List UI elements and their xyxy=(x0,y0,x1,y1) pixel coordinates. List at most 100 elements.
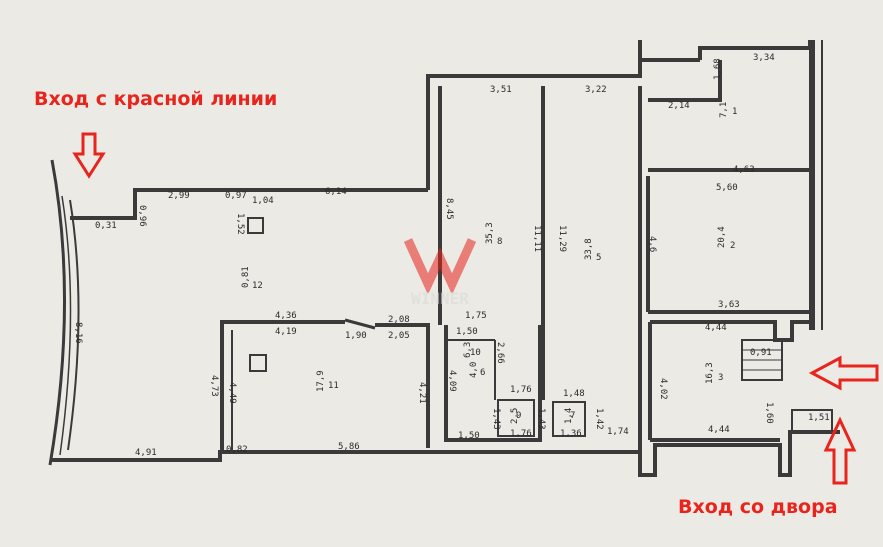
room-labels: 1 7,1 2 20,4 3 16,3 5 33,8 6 4,0 7 1,4 8… xyxy=(241,102,737,424)
room-area: 7,1 xyxy=(719,102,729,118)
arrow-down-icon xyxy=(72,132,106,179)
room-number: 9 xyxy=(516,411,521,421)
room-area: 20,4 xyxy=(717,226,727,248)
dim-label: 1,48 xyxy=(563,389,585,399)
dim-label: 0,96 xyxy=(137,205,147,227)
dim-label: 3,34 xyxy=(753,53,775,63)
dim-label: 6,14 xyxy=(325,187,347,197)
room-number: 2 xyxy=(730,241,735,251)
dim-label: 1,43 xyxy=(536,408,546,430)
dim-label: 0,82 xyxy=(226,445,248,455)
pillar-r11 xyxy=(249,354,267,372)
room-number: 6 xyxy=(480,368,485,378)
dim-label: 4,63 xyxy=(733,165,755,175)
wall-top-left xyxy=(70,188,428,220)
wall-r11-outline xyxy=(220,320,345,452)
wall-r3-outline xyxy=(650,320,812,342)
dimension-labels: 3,51 3,22 3,34 1,68 2,14 4,63 5,60 3,63 … xyxy=(73,53,830,458)
dim-label: 4,36 xyxy=(275,311,297,321)
room-area: 0,81 xyxy=(241,266,251,288)
dim-label: 1,76 xyxy=(510,429,532,439)
dim-label: 4,19 xyxy=(275,327,297,337)
dim-label: 1,68 xyxy=(713,58,723,80)
dim-label: 5,86 xyxy=(338,442,360,452)
entrance-yard-caption: Вход со двора xyxy=(678,496,838,518)
dim-label: 1,74 xyxy=(607,427,629,437)
dim-label: 11,29 xyxy=(557,225,567,252)
wall-r1-outline xyxy=(648,60,722,102)
dim-label: 4,49 xyxy=(227,382,237,404)
room-number: 10 xyxy=(470,348,481,358)
dim-label: 4,6 xyxy=(647,236,657,252)
wc-room-7 xyxy=(552,401,586,437)
pillar-top xyxy=(247,217,264,234)
dim-label: 8,16 xyxy=(73,322,83,344)
dim-label: 4,91 xyxy=(135,448,157,458)
dim-label: 1,43 xyxy=(491,408,501,430)
room-area: 35,3 xyxy=(485,222,495,244)
wc-room-9 xyxy=(497,399,535,437)
dim-label: 2,14 xyxy=(668,101,690,111)
dim-label: 0,91 xyxy=(750,348,772,358)
watermark-text: WINNER xyxy=(411,289,469,308)
arrow-left-icon xyxy=(808,355,879,391)
room-area: 33,8 xyxy=(584,238,594,260)
dim-label: 3,63 xyxy=(718,300,740,310)
dim-label: 4,09 xyxy=(447,370,457,392)
room-area: 16,3 xyxy=(705,362,715,384)
dim-label: 8,45 xyxy=(444,198,454,220)
facade-curve xyxy=(48,159,66,466)
dim-label: 1,51 xyxy=(808,413,830,423)
dim-label: 1,75 xyxy=(465,311,487,321)
watermark-logo: WINNER xyxy=(403,238,477,308)
room-area: 6,3 xyxy=(463,342,473,358)
wall-wc-outline xyxy=(444,325,542,442)
dim-label: 1,50 xyxy=(456,327,478,337)
arrow-up-icon xyxy=(823,416,857,485)
wall-mid-horizontal xyxy=(344,318,376,330)
dim-label: 2,05 xyxy=(388,331,410,341)
dim-label: 2,08 xyxy=(388,315,410,325)
dim-label: 0,97 xyxy=(225,191,247,201)
dim-label: 1,52 xyxy=(235,213,245,235)
dim-label: 1,04 xyxy=(252,196,274,206)
dim-label: 1,36 xyxy=(560,429,582,439)
room-area: 4,0 xyxy=(469,362,479,378)
walls xyxy=(48,40,840,477)
room-number: 8 xyxy=(497,237,502,247)
dim-label: 1,90 xyxy=(345,331,367,341)
facade-curve-inner2 xyxy=(59,195,72,456)
dim-label: 0,31 xyxy=(95,221,117,231)
room-area: 2,5 xyxy=(510,408,520,424)
dim-label: 11,11 xyxy=(532,225,542,252)
dim-label: 4,02 xyxy=(658,378,668,400)
room-area: 1,4 xyxy=(564,408,574,424)
dim-label: 2,66 xyxy=(495,342,505,364)
dim-label: 1,42 xyxy=(594,408,604,430)
room-number: 1 xyxy=(732,107,737,117)
entrance-arrows xyxy=(72,132,879,485)
yard-stair xyxy=(791,409,833,433)
watermark-w-shape xyxy=(403,238,477,295)
room-number: 3 xyxy=(718,373,723,383)
dim-label: 4,21 xyxy=(417,382,427,404)
dim-label: 4,44 xyxy=(705,323,727,333)
room-area: 17,9 xyxy=(316,370,326,392)
dim-label: 4,44 xyxy=(708,425,730,435)
dim-label: 3,22 xyxy=(585,85,607,95)
dim-label: 1,50 xyxy=(458,431,480,441)
room-number: 7 xyxy=(570,411,575,421)
room-number: 5 xyxy=(596,253,601,263)
wall-r11-right xyxy=(375,323,430,448)
dim-label: 3,51 xyxy=(490,85,512,95)
room-number: 12 xyxy=(252,281,263,291)
dim-label: 1,60 xyxy=(764,402,774,424)
dim-label: 4,73 xyxy=(209,375,219,397)
dim-label: 1,76 xyxy=(510,385,532,395)
room-number: 11 xyxy=(328,381,339,391)
entrance-street-caption: Вход с красной линии xyxy=(34,88,278,110)
dim-label: 2,99 xyxy=(168,191,190,201)
facade-curve-inner xyxy=(67,199,80,451)
wall-bottom xyxy=(50,430,840,477)
